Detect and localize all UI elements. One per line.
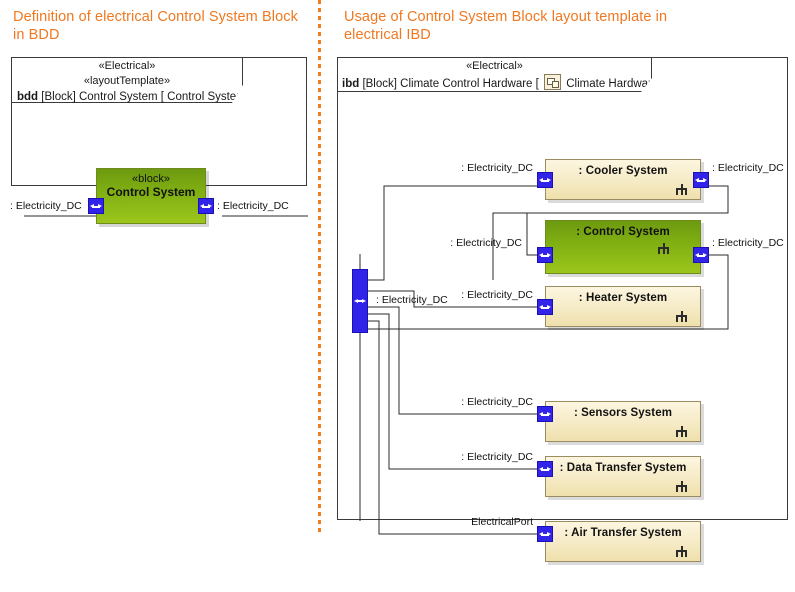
ibd-stereotype-electrical: «Electrical» [466,60,523,72]
part-heater-system[interactable]: : Heater System [545,286,701,327]
bdd-frame-title: bdd [Block] Control System [ Control Sys… [12,90,242,104]
ibd-frame-title: ibd [Block] Climate Control Hardware [ C… [338,74,651,91]
port-data-transfer-left[interactable] [537,461,553,477]
ibd-panel: Usage of Control System Block layout tem… [322,0,795,562]
port-bar [202,205,210,208]
ibd-heading: Usage of Control System Block layout tem… [344,9,668,43]
composite-rake-icon [675,481,688,492]
label-data-transfer-left: : Electricity_DC [461,451,533,463]
bdd-connectors [24,215,308,217]
part-control-system[interactable]: : Control System [545,220,701,274]
ibd-title-post: Climate Hardware ] [563,78,665,90]
composite-rake-icon [657,243,670,254]
port-bar [541,179,549,182]
port-sensors-left[interactable] [537,406,553,422]
label-heater-left: : Electricity_DC [461,289,533,301]
bdd-left-port[interactable] [88,198,104,214]
bidirectional-arrow-icon [695,253,707,257]
bdd-stereotype-electrical: «Electrical» [98,60,156,72]
ibd-diagram-frame: «Electrical» ibd [Block] Climate Control… [337,57,788,562]
port-heater-left[interactable] [537,299,553,315]
part-sensors-system-name: : Sensors System [573,407,673,419]
part-sensors-system[interactable]: : Sensors System [545,401,701,442]
bidirectional-arrow-icon [200,204,212,208]
part-air-transfer-system-name: : Air Transfer System [564,527,682,539]
bidirectional-arrow-icon [539,467,551,471]
part-air-transfer-system[interactable]: : Air Transfer System [545,521,701,562]
ibd-boundary-port-label: : Electricity_DC [376,294,448,306]
composite-rake-icon [675,426,688,437]
bdd-frame-header: «Electrical» «layoutTemplate» bdd [Block… [11,57,243,103]
label-cooler-left: : Electricity_DC [461,162,533,174]
port-bar [541,468,549,471]
port-bar [92,205,100,208]
bdd-left-port-label: : Electricity_DC [10,200,82,212]
bidirectional-arrow-icon [539,305,551,309]
port-bar [541,413,549,416]
panel-divider [318,0,321,534]
control-system-block-name: Control System [106,185,196,199]
bdd-panel: Definition of electrical Control System … [0,0,320,534]
composite-rake-icon [675,546,688,557]
bdd-kind-label: bdd [17,91,39,103]
bdd-title-text: [Block] Control System [ Control System … [38,91,253,103]
label-air-transfer-left: ElectricalPort [471,516,533,528]
label-control-right: : Electricity_DC [712,237,784,249]
bidirectional-arrow-icon [539,532,551,536]
bdd-heading: Definition of electrical Control System … [13,9,298,43]
bidirectional-arrow-icon [695,178,707,182]
bdd-diagram-frame: «Electrical» «layoutTemplate» bdd [Block… [10,57,308,224]
port-cooler-right[interactable] [693,172,709,188]
bdd-stereotype-layouttemplate: «layoutTemplate» [83,75,171,87]
bidirectional-arrow-icon [539,178,551,182]
part-cooler-system[interactable]: : Cooler System [545,159,701,200]
label-control-left: : Electricity_DC [450,237,522,249]
bidirectional-arrow-icon [354,299,366,303]
port-bar [697,179,705,182]
composite-rake-icon [675,311,688,322]
port-air-transfer-left[interactable] [537,526,553,542]
port-control-right[interactable] [693,247,709,263]
ibd-kind-label: ibd [342,78,360,90]
part-cooler-system-name: : Cooler System [578,165,668,177]
bdd-right-port-label: : Electricity_DC [217,200,289,212]
composite-rake-icon [675,184,688,195]
label-cooler-right: : Electricity_DC [712,162,784,174]
ibd-frame-header: «Electrical» ibd [Block] Climate Control… [337,57,652,92]
part-data-transfer-system[interactable]: : Data Transfer System [545,456,701,497]
control-system-block[interactable]: «block» Control System [96,168,206,224]
control-system-block-stereotype: «block» [132,173,170,185]
ibd-title-pre: [Block] Climate Control Hardware [ [359,78,543,90]
ibd-boundary-port[interactable] [352,269,368,333]
part-data-transfer-system-name: : Data Transfer System [559,462,687,474]
bdd-right-port[interactable] [198,198,214,214]
port-control-left[interactable] [537,247,553,263]
bidirectional-arrow-icon [539,253,551,257]
label-sensors-left: : Electricity_DC [461,396,533,408]
bidirectional-arrow-icon [90,204,102,208]
diagram-icon [544,74,561,90]
port-cooler-left[interactable] [537,172,553,188]
part-control-system-name: : Control System [576,226,670,238]
part-heater-system-name: : Heater System [578,292,668,304]
bidirectional-arrow-icon [539,412,551,416]
